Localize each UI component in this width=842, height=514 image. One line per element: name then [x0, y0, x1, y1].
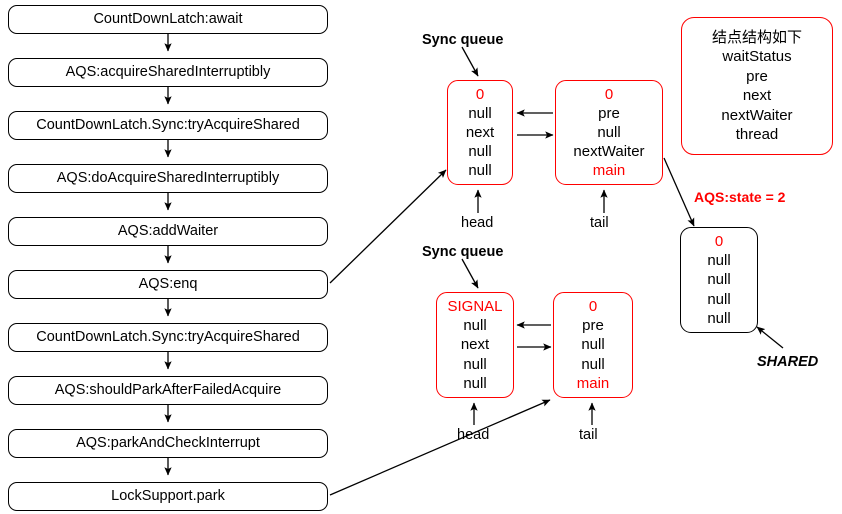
- flow-step-2[interactable]: CountDownLatch.Sync:tryAcquireShared: [8, 111, 328, 140]
- queue1-tail-node[interactable]: 0 pre null nextWaiter main: [555, 80, 663, 185]
- flow-step-label: CountDownLatch:await: [93, 11, 243, 28]
- flow-step-label: AQS:enq: [138, 276, 198, 293]
- legend-field-next: next: [742, 87, 772, 104]
- legend-field-nextwaiter: nextWaiter: [721, 106, 793, 124]
- legend-title: 结点结构如下: [711, 28, 802, 46]
- sync-queue-caption-2: Sync queue: [422, 244, 504, 260]
- flow-step-label: AQS:doAcquireSharedInterruptibly: [56, 170, 280, 187]
- queue1-tail-label: tail: [590, 215, 609, 231]
- flow-step-label: AQS:shouldParkAfterFailedAcquire: [54, 382, 282, 399]
- flow-step-8[interactable]: AQS:parkAndCheckInterrupt: [8, 429, 328, 458]
- queue2-tail-node[interactable]: 0 pre null null main: [553, 292, 633, 398]
- flow-step-9[interactable]: LockSupport.park: [8, 482, 328, 511]
- node-field-nextwaiter: null: [468, 143, 492, 161]
- node-field-pre: pre: [598, 104, 620, 122]
- flow-step-6[interactable]: CountDownLatch.Sync:tryAcquireShared: [8, 323, 328, 352]
- aqs-state-label: AQS:state = 2: [694, 189, 786, 205]
- node-field-next: null: [597, 123, 621, 141]
- node-field-thread: main: [592, 162, 626, 180]
- shared-label: SHARED: [757, 354, 819, 370]
- flow-step-7[interactable]: AQS:shouldParkAfterFailedAcquire: [8, 376, 328, 405]
- node-field-thread: main: [576, 374, 610, 392]
- flow-step-5[interactable]: AQS:enq: [8, 270, 328, 299]
- node-field-pre: pre: [582, 317, 604, 335]
- sync-queue-caption-1: Sync queue: [422, 32, 504, 48]
- flow-step-label: AQS:parkAndCheckInterrupt: [76, 435, 260, 452]
- flow-step-4[interactable]: AQS:addWaiter: [8, 217, 328, 246]
- flow-step-label: AQS:addWaiter: [117, 223, 219, 240]
- queue1-head-node[interactable]: 0 null next null null: [447, 80, 513, 185]
- flow-step-label: CountDownLatch.Sync:tryAcquireShared: [36, 117, 300, 134]
- node-field-pre: null: [468, 104, 492, 122]
- legend-field-pre: pre: [746, 67, 768, 85]
- shared-node[interactable]: 0 null null null null: [680, 227, 758, 333]
- legend-field-thread: thread: [735, 126, 779, 143]
- legend-field-waitstatus: waitStatus: [722, 48, 792, 65]
- node-field-waitstatus: 0: [475, 85, 485, 103]
- node-field-next: null: [581, 336, 605, 354]
- node-field-pre: null: [463, 317, 487, 335]
- node-field-thread: null: [707, 309, 731, 327]
- node-field-thread: null: [463, 374, 487, 392]
- node-field-waitstatus: 0: [588, 298, 598, 316]
- flow-step-1[interactable]: AQS:acquireSharedInterruptibly: [8, 58, 328, 87]
- flow-step-0[interactable]: CountDownLatch:await: [8, 5, 328, 34]
- node-field-waitstatus: 0: [714, 233, 724, 251]
- flow-step-label: LockSupport.park: [111, 488, 225, 505]
- node-field-pre: null: [707, 252, 731, 270]
- node-field-thread: null: [468, 162, 492, 180]
- queue2-tail-label: tail: [579, 427, 598, 443]
- node-field-nextwaiter: null: [707, 290, 731, 308]
- node-field-nextwaiter: null: [463, 355, 487, 373]
- queue1-head-label: head: [461, 215, 494, 231]
- flow-step-label: AQS:acquireSharedInterruptibly: [65, 64, 271, 81]
- node-field-waitstatus: SIGNAL: [447, 298, 503, 316]
- node-structure-legend: 结点结构如下 waitStatus pre next nextWaiter th…: [681, 17, 833, 155]
- node-field-nextwaiter: null: [581, 355, 605, 373]
- queue2-head-label: head: [457, 427, 490, 443]
- node-field-next: next: [465, 123, 495, 141]
- flow-step-3[interactable]: AQS:doAcquireSharedInterruptibly: [8, 164, 328, 193]
- node-field-nextwaiter: nextWaiter: [573, 143, 645, 161]
- flow-step-label: CountDownLatch.Sync:tryAcquireShared: [36, 329, 300, 346]
- node-field-next: null: [707, 271, 731, 289]
- node-field-next: next: [460, 336, 490, 354]
- queue2-head-node[interactable]: SIGNAL null next null null: [436, 292, 514, 398]
- node-field-waitstatus: 0: [604, 85, 614, 103]
